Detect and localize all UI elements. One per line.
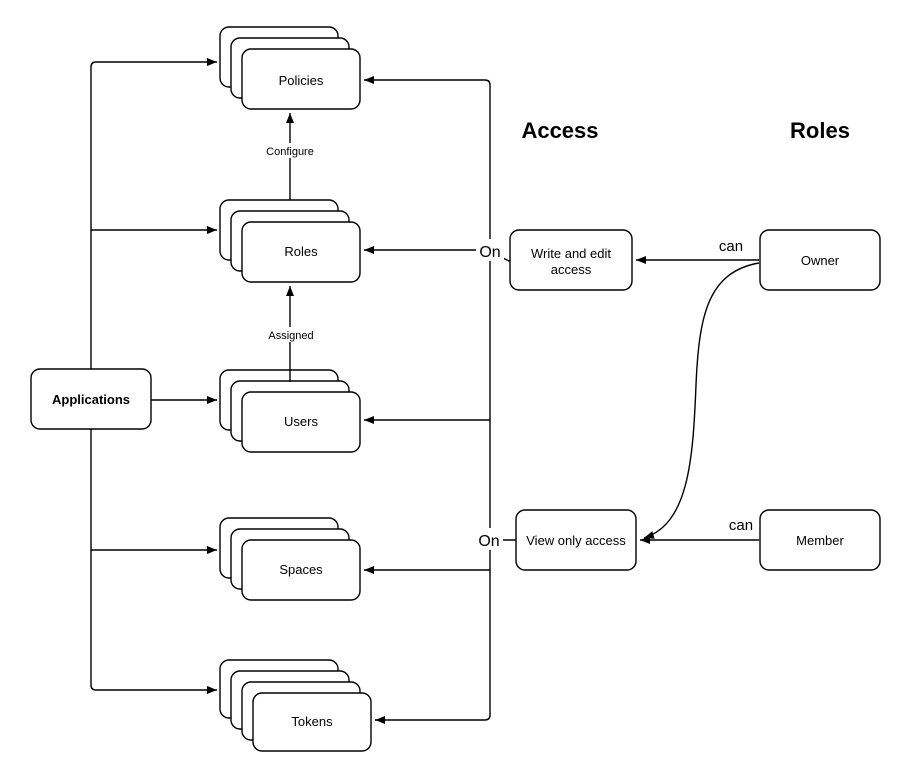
applications-label: Applications <box>52 392 130 407</box>
node-member: Member <box>759 509 881 571</box>
member-box <box>759 509 881 571</box>
spaces-stack-layer <box>241 539 361 601</box>
node-write-access: Write and edit access <box>509 229 633 291</box>
applications-box <box>30 368 152 430</box>
configure-label-bg <box>261 143 319 158</box>
roles-section-header: Roles <box>790 118 850 143</box>
edge-owner-to-view-access-curve <box>643 262 760 539</box>
on-write-label-bg <box>476 239 504 261</box>
on-view-edge-label: On <box>478 533 499 550</box>
assigned-label-bg <box>263 327 317 342</box>
policies-label: Policies <box>279 73 324 88</box>
write-access-label-line2: access <box>551 262 592 277</box>
on-view-label-bg <box>475 528 503 550</box>
users-label: Users <box>284 414 318 429</box>
view-access-label: View only access <box>526 533 626 548</box>
member-label: Member <box>796 533 844 548</box>
spaces-label: Spaces <box>279 562 323 577</box>
access-section-header: Access <box>521 118 598 143</box>
edge-trunk-left-to-policies <box>90 58 217 369</box>
node-roles-stack: Roles <box>219 199 361 283</box>
assigned-edge-label: Assigned <box>268 330 313 342</box>
node-applications: Applications <box>30 368 152 430</box>
on-write-edge-label: On <box>479 244 500 261</box>
edge-trunk-right-to-tokens <box>375 250 491 724</box>
edge-labels: Configure Assigned On On can can <box>261 143 753 550</box>
view-access-box <box>515 509 637 571</box>
edge-trunk-right-to-policies <box>364 76 491 250</box>
edge-layer-under <box>90 58 760 724</box>
can-member-edge-label: can <box>729 517 753 534</box>
roles-stack-layer <box>241 221 361 283</box>
policies-stack-layer <box>241 48 361 110</box>
node-users-stack: Users <box>219 369 361 453</box>
node-view-access: View only access <box>515 509 637 571</box>
tokens-label: Tokens <box>291 714 333 729</box>
write-access-label-line1: Write and edit <box>531 246 611 261</box>
node-tokens-stack: Tokens <box>219 659 372 752</box>
owner-box <box>759 229 881 291</box>
write-access-box <box>509 229 633 291</box>
node-spaces-stack: Spaces <box>219 517 361 601</box>
edge-trunk-left-to-tokens <box>90 429 217 694</box>
node-policies-stack: Policies <box>219 26 361 110</box>
roles-stack-label: Roles <box>284 244 318 259</box>
can-owner-edge-label: can <box>719 238 743 255</box>
node-owner: Owner <box>759 229 881 291</box>
users-stack-layer <box>241 391 361 453</box>
tokens-stack-layer <box>252 692 372 752</box>
owner-label: Owner <box>801 253 840 268</box>
configure-edge-label: Configure <box>266 146 314 158</box>
